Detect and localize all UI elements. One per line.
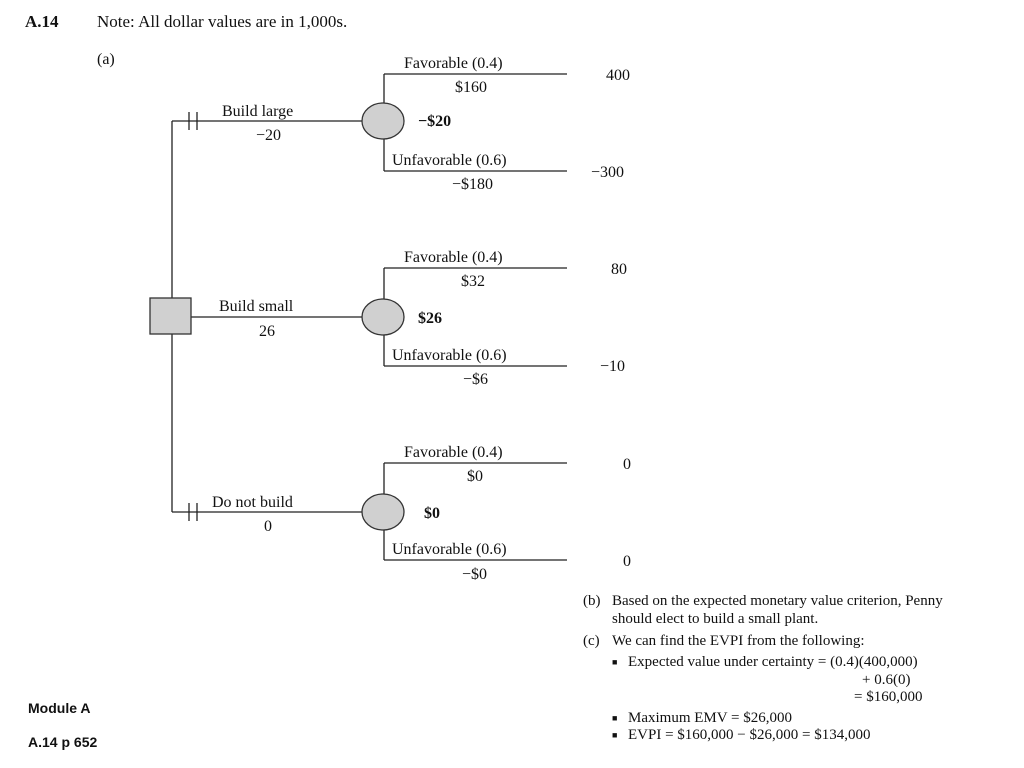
payoff-2-favorable: 80 bbox=[611, 261, 627, 278]
branch-label-build-large: Build large bbox=[222, 103, 294, 120]
outcome-label-2-unfavorable: Unfavorable (0.6) bbox=[392, 347, 507, 364]
outcome-value-1-favorable: $160 bbox=[455, 79, 487, 96]
outcome-value-2-favorable: $32 bbox=[461, 273, 485, 290]
evpi-bullet-list-2: Maximum EMV = $26,000 EVPI = $160,000 − … bbox=[612, 710, 870, 744]
max-emv-item: Maximum EMV = $26,000 bbox=[612, 710, 870, 727]
problem-number: A.14 bbox=[25, 12, 59, 31]
evpi-text: EVPI = $160,000 − $26,000 = $134,000 bbox=[628, 727, 871, 743]
part-c-intro: We can find the EVPI from the following: bbox=[612, 633, 865, 649]
evpi-item: EVPI = $160,000 − $26,000 = $134,000 bbox=[612, 727, 870, 744]
part-a-label: (a) bbox=[97, 51, 115, 68]
footer-module: Module A bbox=[28, 700, 91, 716]
evpi-bullet-list-1: Expected value under certainty = (0.4)(4… bbox=[612, 654, 918, 671]
part-c-marker: (c) bbox=[583, 633, 600, 649]
evuc-line-3: = $160,000 bbox=[854, 689, 923, 705]
evuc-item: Expected value under certainty = (0.4)(4… bbox=[612, 654, 918, 671]
payoff-3-unfavorable: 0 bbox=[623, 553, 631, 570]
outcome-label-2-favorable: Favorable (0.4) bbox=[404, 249, 503, 266]
branch-cost-build-small: 26 bbox=[259, 323, 275, 340]
chance-node-build-large bbox=[361, 102, 405, 140]
payoff-3-favorable: 0 bbox=[623, 456, 631, 473]
outcome-value-2-unfavorable: −$6 bbox=[463, 371, 489, 388]
outcome-label-3-unfavorable: Unfavorable (0.6) bbox=[392, 541, 507, 558]
outcome-value-3-favorable: $0 bbox=[467, 468, 483, 485]
part-b-line-1: Based on the expected monetary value cri… bbox=[612, 593, 943, 609]
branch-cost-build-large: −20 bbox=[256, 127, 282, 144]
outcome-label-3-favorable: Favorable (0.4) bbox=[404, 444, 503, 461]
branch-cost-do-not-build: 0 bbox=[264, 518, 272, 535]
chance-node-build-small bbox=[361, 298, 405, 336]
outcome-value-1-unfavorable: −$180 bbox=[452, 176, 494, 193]
part-b-line-2: should elect to build a small plant. bbox=[612, 611, 819, 627]
payoff-1-favorable: 400 bbox=[606, 67, 630, 84]
emv-do-not-build: $0 bbox=[424, 505, 440, 522]
evuc-line-2: + 0.6(0) bbox=[862, 672, 911, 688]
payoff-2-unfavorable: −10 bbox=[600, 358, 626, 375]
max-emv-text: Maximum EMV = $26,000 bbox=[628, 710, 793, 726]
outcome-label-1-unfavorable: Unfavorable (0.6) bbox=[392, 152, 507, 169]
problem-note: Note: All dollar values are in 1,000s. bbox=[97, 12, 348, 31]
outcome-label-1-favorable: Favorable (0.4) bbox=[404, 55, 503, 72]
outcome-value-3-unfavorable: −$0 bbox=[462, 566, 488, 583]
emv-build-small: $26 bbox=[418, 310, 442, 327]
chance-node-do-not-build bbox=[361, 493, 405, 531]
emv-build-large: −$20 bbox=[418, 113, 452, 130]
branch-label-do-not-build: Do not build bbox=[212, 494, 293, 511]
branch-label-build-small: Build small bbox=[219, 298, 294, 315]
part-b-marker: (b) bbox=[583, 593, 601, 609]
payoff-1-unfavorable: −300 bbox=[591, 164, 625, 181]
evuc-line-1: Expected value under certainty = (0.4)(4… bbox=[628, 654, 918, 670]
decision-node-square bbox=[149, 297, 192, 335]
footer-page-ref: A.14 p 652 bbox=[28, 734, 98, 750]
